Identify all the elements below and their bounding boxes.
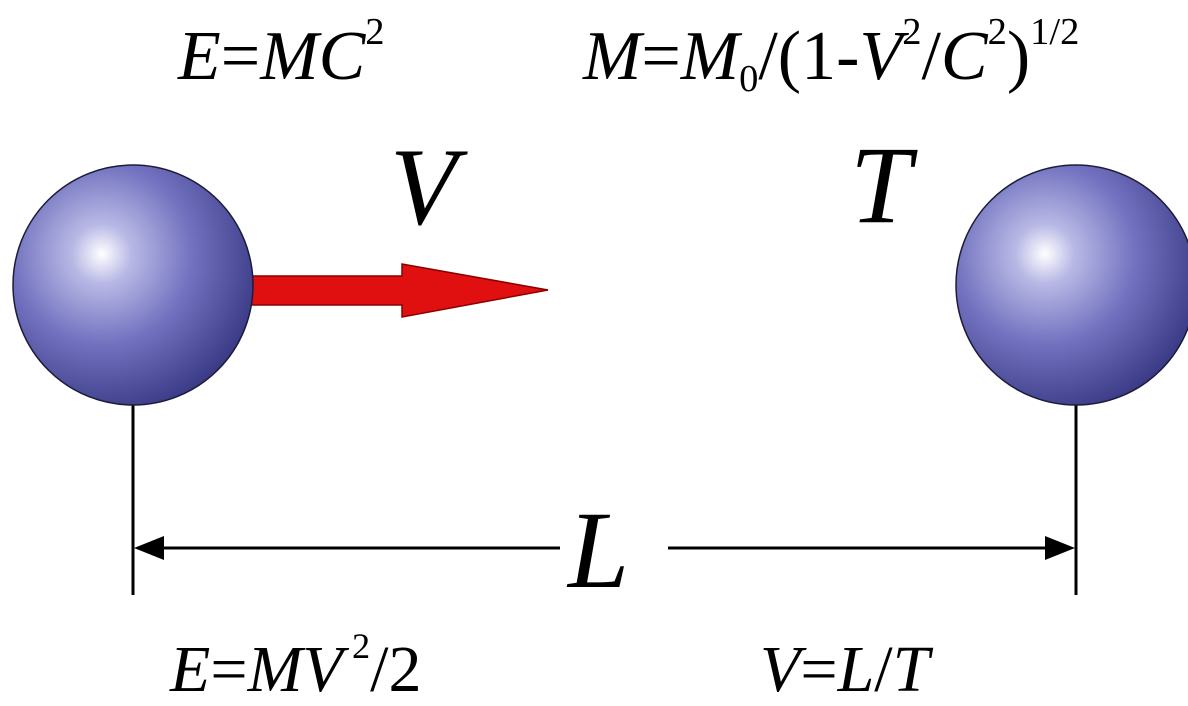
formula-symbol-t: T xyxy=(892,633,930,706)
formula-equals: = xyxy=(220,18,261,95)
formula-symbol-c: C xyxy=(318,18,366,95)
formula-subscript: 0 xyxy=(739,57,759,100)
formula-symbol-m: M xyxy=(680,18,740,95)
left-sphere xyxy=(12,164,254,406)
formula-exponent: 2 xyxy=(365,11,385,54)
time-label: T xyxy=(850,124,912,246)
velocity-arrow xyxy=(249,263,549,318)
formula-symbol-m: M xyxy=(260,18,319,95)
right-sphere xyxy=(955,164,1188,406)
velocity-label: V xyxy=(390,126,458,248)
formula-operator: ) xyxy=(1006,18,1031,95)
formula-symbol-v: V xyxy=(859,18,903,95)
formula-operator: /(1- xyxy=(758,18,860,95)
formula-mass-energy: E=MC2 xyxy=(178,13,385,92)
formula-symbol-e: E xyxy=(170,633,211,706)
formula-kinetic-energy: E=MV 2/2 xyxy=(170,628,421,703)
formula-equals: = xyxy=(210,633,248,706)
formula-equals: = xyxy=(641,18,681,95)
formula-exponent: 2 xyxy=(987,11,1007,54)
formula-symbol-c: C xyxy=(940,18,988,95)
formula-symbol-m: M xyxy=(247,633,303,706)
distance-label: L xyxy=(568,489,630,611)
formula-operator: / xyxy=(874,633,893,706)
formula-exponent: 2 xyxy=(342,626,371,667)
formula-exponent: 2 xyxy=(902,11,922,54)
formula-symbol-e: E xyxy=(178,18,221,95)
formula-symbol-v: V xyxy=(760,633,801,706)
formula-exponent: 1/2 xyxy=(1030,11,1080,54)
formula-operator: /2 xyxy=(370,633,422,706)
formula-velocity: V=L/T xyxy=(760,637,929,703)
formula-operator: / xyxy=(921,18,941,95)
formula-relativistic-mass: M=M0/(1-V2/C2)1/2 xyxy=(583,13,1079,98)
formula-symbol-v: V xyxy=(302,633,343,706)
distance-arrowhead-left xyxy=(134,536,164,560)
formula-equals: = xyxy=(800,633,838,706)
formula-symbol-l: L xyxy=(837,633,875,706)
formula-symbol-m: M xyxy=(583,18,642,95)
distance-arrowhead-right xyxy=(1045,536,1075,560)
